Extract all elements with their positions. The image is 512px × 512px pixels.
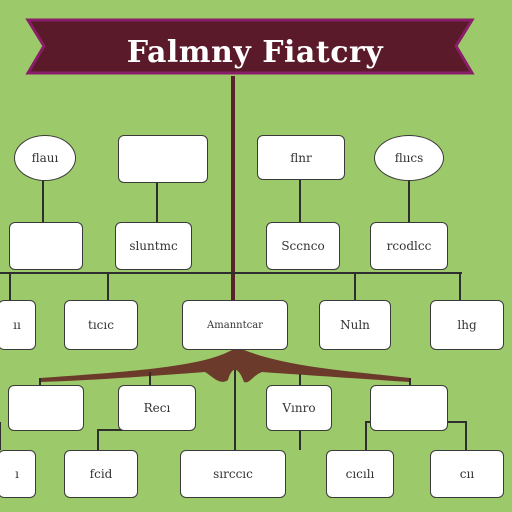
node-row2-4: rcodlcc	[370, 222, 448, 270]
node-row5-5: cıı	[430, 450, 504, 498]
title-ribbon	[25, 18, 475, 75]
node-row3-1: ıı	[0, 300, 36, 350]
node-row2-1	[9, 222, 83, 270]
node-row4-1	[8, 385, 84, 431]
tree-roots	[40, 348, 410, 383]
node-row5-1: ı	[0, 450, 36, 498]
node-row5-3: sırccıc	[180, 450, 286, 498]
node-row3-4: Nuln	[319, 300, 391, 350]
node-row3-center: Amanntcar	[182, 300, 288, 350]
node-row4-3: Vınro	[266, 385, 332, 431]
node-row3-5: lhg	[430, 300, 504, 350]
node-row5-4: cıcılı	[326, 450, 394, 498]
node-row3-2: tıcıc	[64, 300, 138, 350]
node-top-oval-left: flauı	[14, 135, 76, 181]
node-top-box-left	[118, 135, 208, 183]
node-row4-4	[370, 385, 448, 431]
node-row2-3: Sccnco	[266, 222, 340, 270]
node-row4-2: Recı	[118, 385, 196, 431]
connector-r4-3	[288, 429, 301, 450]
node-top-box-right: flnr	[257, 135, 345, 180]
diagram-title: Falmny Fiatcry	[126, 34, 384, 70]
node-top-oval-right: flııcs	[374, 135, 444, 181]
connector-r4-2	[97, 429, 128, 450]
node-row2-2: sluntmc	[115, 222, 192, 270]
node-row5-2: fcid	[64, 450, 138, 498]
connector-r4-5	[440, 421, 467, 450]
